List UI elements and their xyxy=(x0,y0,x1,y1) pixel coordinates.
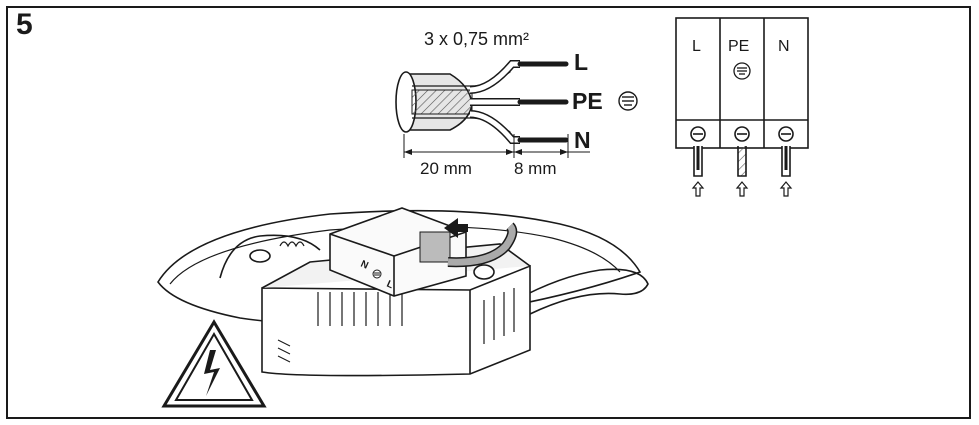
connector-label-l: L xyxy=(385,279,395,292)
insert-arrow-l-icon xyxy=(691,181,705,197)
terminal-connector xyxy=(329,207,467,297)
wire-l-insulation xyxy=(469,60,520,94)
driver-box xyxy=(261,264,531,377)
insert-arrow-pe-icon xyxy=(735,181,749,197)
ground-icon xyxy=(372,269,382,279)
cable-spec-label: 3 x 0,75 mm² xyxy=(424,29,529,49)
terminal-screw-pe xyxy=(734,126,750,142)
terminal-label-n: N xyxy=(778,38,790,55)
terminal-screw-n xyxy=(778,126,794,142)
cable-detail: 3 x 0,75 mm² L PE N 20 xyxy=(395,29,638,178)
terminal-label-pe: PE xyxy=(728,38,749,55)
terminal-screw-l xyxy=(690,126,706,142)
terminal-label-l: L xyxy=(692,38,701,55)
downlight-assembly: N L xyxy=(157,207,649,377)
terminal-block: L PE N xyxy=(675,17,809,197)
wire-n-insulation xyxy=(469,110,520,144)
wire-label-pe: PE xyxy=(572,88,603,114)
connector-label-n: N xyxy=(359,259,370,272)
electric-shock-warning-icon xyxy=(161,319,267,408)
dimension-8mm: 8 mm xyxy=(514,159,557,178)
terminal-wire-pe xyxy=(737,146,747,177)
dimension-20mm: 20 mm xyxy=(420,159,472,178)
insert-arrow-n-icon xyxy=(779,181,793,197)
spring-clip-right xyxy=(515,268,649,315)
insert-direction-arrow-icon xyxy=(444,218,468,238)
wire-label-n: N xyxy=(574,127,591,153)
ground-icon xyxy=(733,62,751,80)
ground-icon xyxy=(618,91,638,111)
step-number: 5 xyxy=(16,8,33,41)
wire-label-l: L xyxy=(574,49,588,75)
spring-clip-left xyxy=(219,234,321,279)
